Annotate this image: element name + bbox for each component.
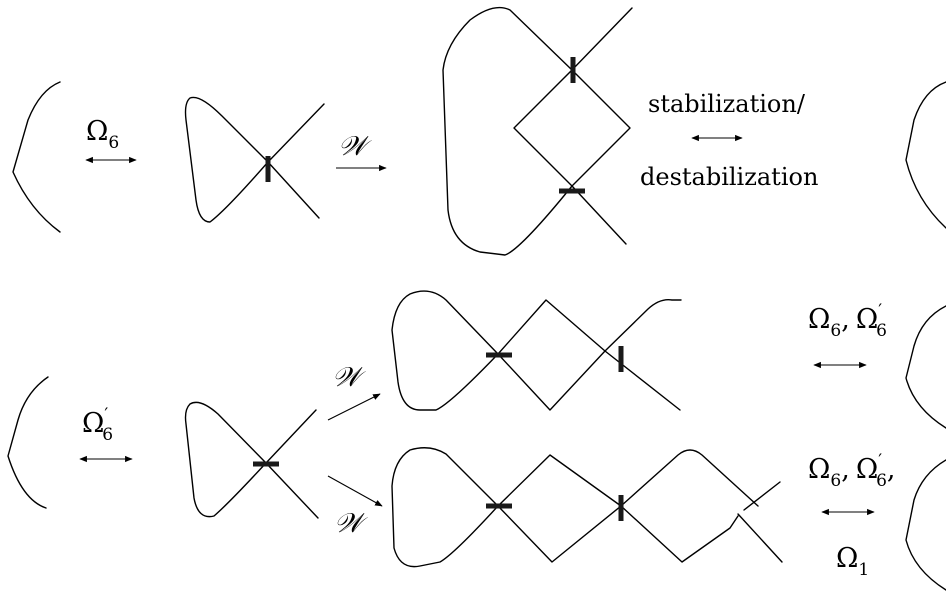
label-omega6-pair: Ω6,Ω′6 — [808, 301, 887, 341]
label-omega6-top: Ω6 — [86, 116, 119, 153]
label-w-top: 𝒲 — [338, 131, 372, 162]
arc-top-left — [12, 81, 61, 233]
label-destabilization: destabilization — [640, 163, 818, 191]
arc-bottom-right-lower — [905, 459, 946, 591]
kink-bottom — [184, 401, 319, 519]
label-omega1: Ω1 — [836, 543, 869, 580]
arc-top-right — [905, 81, 946, 229]
figure-bottom-upper — [391, 290, 682, 411]
label-stabilization: stabilization/ — [648, 90, 806, 118]
arrow-w-lower — [327, 475, 383, 507]
label-omega6-triple: Ω6,Ω′6, — [808, 451, 896, 491]
label-omega6-prime-bottom: Ω′6 — [82, 405, 113, 445]
label-w-upper: 𝒲 — [332, 362, 366, 393]
label-w-lower: 𝒲 — [334, 508, 368, 539]
figure-top-middle — [442, 6, 633, 256]
kink-top — [184, 96, 325, 223]
figure-bottom-lower — [391, 447, 783, 568]
arc-bottom-right-upper — [905, 305, 946, 429]
arrow-w-upper — [327, 393, 381, 421]
arc-bottom-left — [7, 376, 49, 509]
